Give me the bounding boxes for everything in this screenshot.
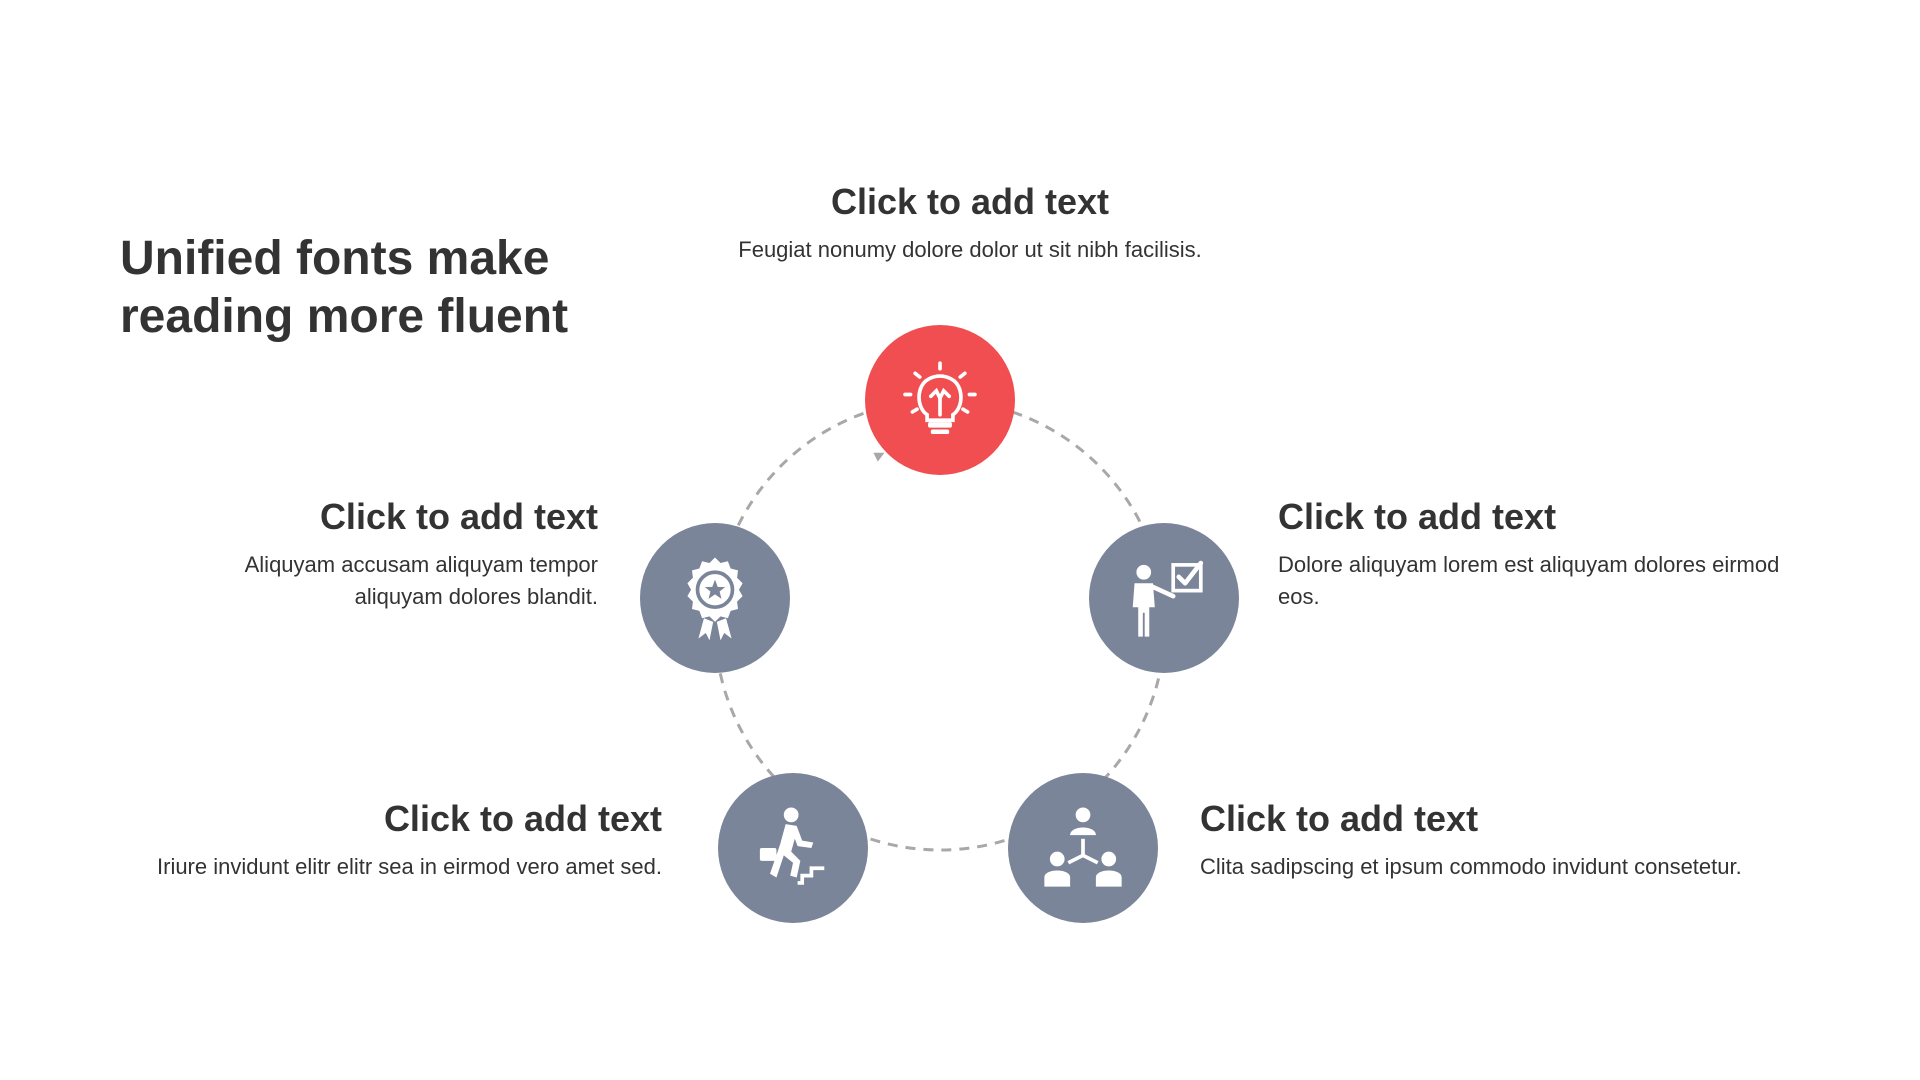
cycle-arrow bbox=[873, 452, 885, 462]
lightbulb-icon bbox=[903, 361, 977, 435]
step-4-text: Click to add text Iriure invidunt elitr … bbox=[150, 797, 662, 883]
step-5-text: Click to add text Aliquyam accusam aliqu… bbox=[200, 495, 598, 613]
step-3-node bbox=[1008, 773, 1158, 923]
step-1-description: Feugiat nonumy dolore dolor ut sit nibh … bbox=[738, 237, 1202, 262]
step-2-text: Click to add text Dolore aliquyam lorem … bbox=[1278, 495, 1798, 613]
step-3-description: Clita sadipscing et ipsum commodo invidu… bbox=[1200, 854, 1742, 879]
presenter-checklist-icon bbox=[1132, 560, 1204, 637]
step-5-heading: Click to add text bbox=[319, 496, 598, 537]
title-line-1: Unified fonts make bbox=[120, 232, 550, 285]
step-2-node bbox=[1089, 523, 1239, 673]
step-3-text: Click to add text Clita sadipscing et ip… bbox=[1200, 797, 1840, 883]
step-3-heading: Click to add text bbox=[1200, 798, 1479, 839]
climbing-stairs-icon bbox=[759, 807, 825, 885]
step-1-text: Click to add text Feugiat nonumy dolore … bbox=[690, 180, 1250, 266]
step-1-node bbox=[865, 325, 1015, 475]
step-4-heading: Click to add text bbox=[383, 798, 662, 839]
step-5-description: Aliquyam accusam aliquyam tempor aliquya… bbox=[244, 552, 598, 609]
step-2-heading: Click to add text bbox=[1278, 496, 1557, 537]
title-line-2: reading more fluent bbox=[120, 290, 569, 343]
step-5-node bbox=[640, 523, 790, 673]
team-network-icon bbox=[1044, 807, 1122, 887]
award-badge-icon bbox=[687, 557, 743, 641]
step-4-description: Iriure invidunt elitr elitr sea in eirmo… bbox=[157, 854, 662, 879]
page-title: Unified fonts make reading more fluent bbox=[120, 230, 640, 346]
step-2-description: Dolore aliquyam lorem est aliquyam dolor… bbox=[1278, 552, 1780, 609]
step-1-heading: Click to add text bbox=[830, 181, 1110, 222]
step-4-node bbox=[718, 773, 868, 923]
